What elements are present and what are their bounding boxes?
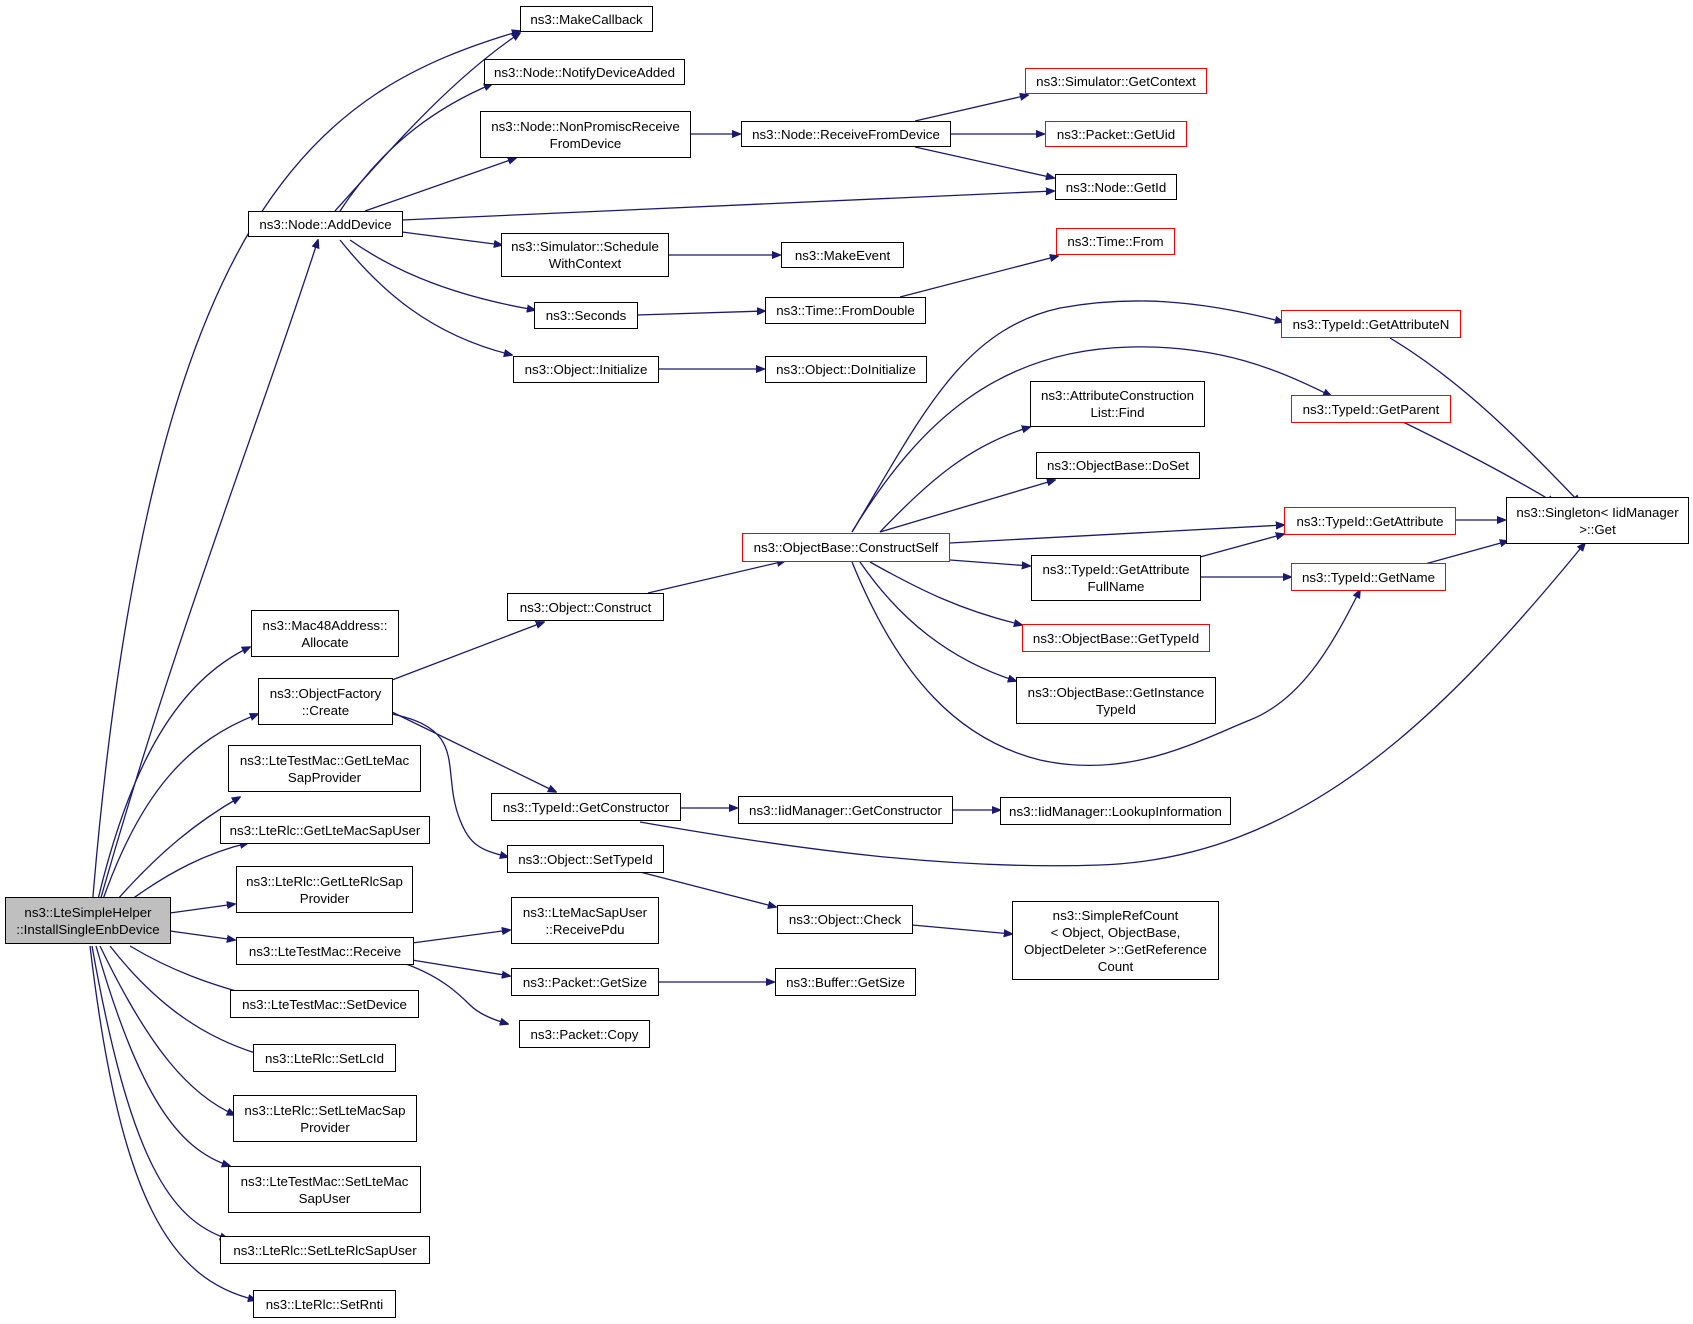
node-iid-getconstructor[interactable]: ns3::IidManager::GetConstructor	[738, 796, 953, 824]
node-obj-doinitialize[interactable]: ns3::Object::DoInitialize	[765, 356, 927, 383]
node-time-fromdouble[interactable]: ns3::Time::FromDouble	[765, 297, 926, 324]
edge-receive-to-getcontext	[914, 95, 1028, 122]
node-typeid-getattrn[interactable]: ns3::TypeId::GetAttributeN	[1281, 310, 1461, 338]
node-packet-getuid[interactable]: ns3::Packet::GetUid	[1045, 121, 1187, 147]
node-ob-constructself[interactable]: ns3::ObjectBase::ConstructSelf	[742, 533, 950, 562]
node-iid-lookup[interactable]: ns3::IidManager::LookupInformation	[1000, 797, 1231, 825]
node-time-from[interactable]: ns3::Time::From	[1056, 228, 1175, 255]
node-attr-find[interactable]: ns3::AttributeConstruction List::Find	[1030, 381, 1205, 427]
node-sim-getcontext[interactable]: ns3::Simulator::GetContext	[1025, 68, 1207, 94]
node-node-notify[interactable]: ns3::Node::NotifyDeviceAdded	[484, 59, 685, 85]
node-ltrlc-setmacsapprov[interactable]: ns3::LteRlc::SetLteMacSap Provider	[233, 1095, 417, 1142]
node-obj-check[interactable]: ns3::Object::Check	[777, 905, 913, 934]
node-ltrlc-getrlcsapprov[interactable]: ns3::LteRlc::GetLteRlcSap Provider	[236, 866, 413, 913]
node-ltetestmac-setmacsapuser[interactable]: ns3::LteTestMac::SetLteMac SapUser	[228, 1166, 421, 1213]
edge-root-to-ltetestmac-setmacsapuser	[95, 945, 230, 1166]
node-node-receive[interactable]: ns3::Node::ReceiveFromDevice	[741, 121, 951, 147]
node-ob-doset[interactable]: ns3::ObjectBase::DoSet	[1036, 452, 1200, 479]
edge-constructself-to-doset	[879, 480, 1055, 533]
node-ltetestmac-getsapprov[interactable]: ns3::LteTestMac::GetLteMac SapProvider	[228, 745, 421, 792]
edge-root-to-mac48-allocate	[95, 647, 250, 909]
edge-constructself-to-getattrfull	[949, 559, 1030, 566]
edge-getname-to-singleton	[1424, 541, 1508, 565]
node-ltetestmac-setdevice[interactable]: ns3::LteTestMac::SetDevice	[230, 990, 419, 1018]
node-typeid-getconstructor[interactable]: ns3::TypeId::GetConstructor	[491, 793, 681, 821]
node-root: ns3::LteSimpleHelper ::InstallSingleEnbD…	[5, 897, 171, 944]
edge-settypeid-to-check	[639, 871, 776, 907]
node-singleton-get[interactable]: ns3::Singleton< IidManager >::Get	[1506, 497, 1689, 544]
edge-adddevice-to-schedule	[401, 231, 502, 245]
edge-constructself-to-attrfind	[879, 427, 1030, 533]
node-typeid-getattrfull[interactable]: ns3::TypeId::GetAttribute FullName	[1031, 555, 1201, 601]
node-make-callback[interactable]: ns3::MakeCallback	[520, 6, 653, 32]
edge-adddevice-to-notify	[339, 84, 492, 212]
edge-adddevice-to-getid	[401, 191, 1054, 221]
edge-root-to-node-adddevice	[97, 240, 318, 909]
edge-constructself-to-gettypeid	[869, 561, 1022, 625]
edge-root-to-ltrlc-getmacsapuser	[119, 843, 248, 909]
edge-receive-to-packetgetsize	[411, 959, 510, 976]
edge-adddevice-to-obj-initialize	[339, 239, 512, 355]
node-ob-getinstance[interactable]: ns3::ObjectBase::GetInstance TypeId	[1016, 677, 1216, 724]
edge-fromdouble-to-timefrom	[899, 256, 1058, 298]
edge-adddevice-to-seconds	[349, 239, 535, 310]
edge-root-to-ltrlc-setlcid	[109, 945, 262, 1055]
node-obj-settypeid[interactable]: ns3::Object::SetTypeId	[507, 845, 664, 873]
node-ltrlc-setrnti[interactable]: ns3::LteRlc::SetRnti	[253, 1290, 396, 1318]
edge-constructself-to-getinstance	[859, 561, 1016, 681]
node-buffer-getsize[interactable]: ns3::Buffer::GetSize	[775, 968, 916, 996]
node-typeid-getparent[interactable]: ns3::TypeId::GetParent	[1291, 395, 1451, 423]
edge-receive-to-getid	[914, 146, 1054, 178]
edge-root-to-ltrlc-setrnti	[89, 945, 256, 1300]
edge-getattrfull-to-getattr	[1199, 534, 1284, 558]
edge-root-to-ltetestmac-receive	[169, 930, 235, 940]
edge-root-to-objfactory-create	[99, 714, 258, 909]
edge-constructself-to-getattr	[949, 525, 1284, 544]
edge-create-to-getconstructor	[391, 711, 556, 792]
node-ltetestmac-receive[interactable]: ns3::LteTestMac::Receive	[236, 937, 414, 965]
node-packet-copy[interactable]: ns3::Packet::Copy	[519, 1020, 650, 1048]
node-ltrlc-setrlcsapuser[interactable]: ns3::LteRlc::SetLteRlcSapUser	[220, 1236, 430, 1264]
node-mac48-allocate[interactable]: ns3::Mac48Address:: Allocate	[251, 610, 399, 657]
node-packet-getsize[interactable]: ns3::Packet::GetSize	[511, 968, 659, 996]
edge-constructself-to-getattrn	[851, 300, 1283, 533]
edge-receive-to-packetcopy	[399, 961, 508, 1024]
edge-getconstructor-to-singleton	[639, 543, 1585, 867]
node-ltrlc-getmacsapuser[interactable]: ns3::LteRlc::GetLteMacSapUser	[220, 816, 430, 844]
node-obj-initialize[interactable]: ns3::Object::Initialize	[513, 356, 659, 383]
node-ob-gettypeid[interactable]: ns3::ObjectBase::GetTypeId	[1022, 624, 1210, 652]
node-make-event[interactable]: ns3::MakeEvent	[781, 242, 904, 268]
edge-root-to-ltrlc-setmacsapprov	[99, 945, 235, 1115]
node-ltrlc-setlcid[interactable]: ns3::LteRlc::SetLcId	[253, 1044, 396, 1072]
edge-receive-to-receivepdu	[411, 930, 510, 944]
node-ltemacsapuser-recv[interactable]: ns3::LteMacSapUser ::ReceivePdu	[511, 897, 659, 944]
edge-constructself-to-getparent	[851, 346, 1331, 533]
edge-root-to-ltrlc-getrlcsapprov	[169, 904, 235, 914]
edge-seconds-to-fromdouble	[636, 311, 765, 316]
node-node-getid[interactable]: ns3::Node::GetId	[1055, 174, 1177, 200]
edge-getattrn-to-singleton	[1389, 337, 1580, 503]
node-simplerefcount[interactable]: ns3::SimpleRefCount < Object, ObjectBase…	[1012, 901, 1219, 980]
edge-check-to-simplerefcount	[911, 924, 1012, 934]
edge-construct-to-constructself	[647, 561, 785, 594]
edge-create-to-construct	[391, 622, 544, 681]
node-seconds[interactable]: ns3::Seconds	[534, 302, 638, 329]
edge-getparent-to-singleton	[1394, 417, 1555, 503]
edge-create-to-settypeid	[391, 713, 508, 857]
node-obj-construct[interactable]: ns3::Object::Construct	[507, 593, 664, 621]
edge-constructself-to-getname	[851, 561, 1360, 767]
node-objfactory-create[interactable]: ns3::ObjectFactory ::Create	[258, 678, 393, 725]
node-node-nonpromisc[interactable]: ns3::Node::NonPromiscReceive FromDevice	[480, 111, 691, 158]
edge-root-to-ltetestmac-getsapprov	[109, 797, 240, 909]
edge-root-to-ltrlc-setrlcsapuser	[91, 945, 228, 1239]
node-typeid-getname[interactable]: ns3::TypeId::GetName	[1291, 563, 1446, 591]
node-typeid-getattr[interactable]: ns3::TypeId::GetAttribute	[1284, 507, 1456, 535]
edge-adddevice-to-nonpromisc	[364, 158, 516, 212]
node-node-adddevice[interactable]: ns3::Node::AddDevice	[248, 211, 403, 237]
node-sim-schedule[interactable]: ns3::Simulator::Schedule WithContext	[501, 233, 669, 277]
